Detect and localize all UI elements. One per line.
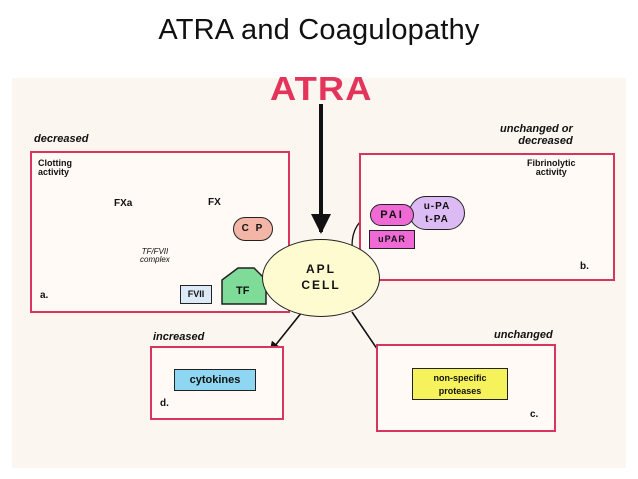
panel-b-letter: b. <box>580 261 589 272</box>
fxa-label: FXa <box>114 198 133 209</box>
cell-to-cytokines-arrow <box>269 311 303 353</box>
pai-node: PAI <box>370 204 414 226</box>
fvii-node: FVII <box>180 285 212 304</box>
cytokines-node: cytokines <box>174 369 256 391</box>
clotting-activity-label: Clotting activity <box>38 158 72 178</box>
panel-d-status: increased <box>153 331 205 343</box>
apl-cell-node: APL CELL <box>262 239 380 317</box>
upar-node: uPAR <box>369 230 415 249</box>
panel-a-letter: a. <box>40 290 49 301</box>
panel-a-status: decreased <box>34 133 89 145</box>
fibrinolytic-activity-label: Fibrinolytic activity <box>527 158 576 178</box>
atra-label: ATRA <box>270 70 373 107</box>
panel-d-letter: d. <box>160 398 169 409</box>
tf-fvii-complex-label: TF/FVII complex <box>140 247 170 265</box>
fx-label: FX <box>208 197 221 208</box>
proteases-node: non-specific proteases <box>412 368 508 400</box>
panel-c-box <box>376 344 556 432</box>
slide-title: ATRA and Coagulopathy <box>158 14 480 46</box>
panel-c-status: unchanged <box>494 329 553 341</box>
cp-node: C P <box>233 217 273 241</box>
panel-b-status: unchanged or decreased <box>500 123 573 147</box>
pa-node: u-PA t-PA <box>409 196 465 230</box>
panel-c-letter: c. <box>530 409 539 420</box>
tf-node-label: TF <box>236 285 250 297</box>
